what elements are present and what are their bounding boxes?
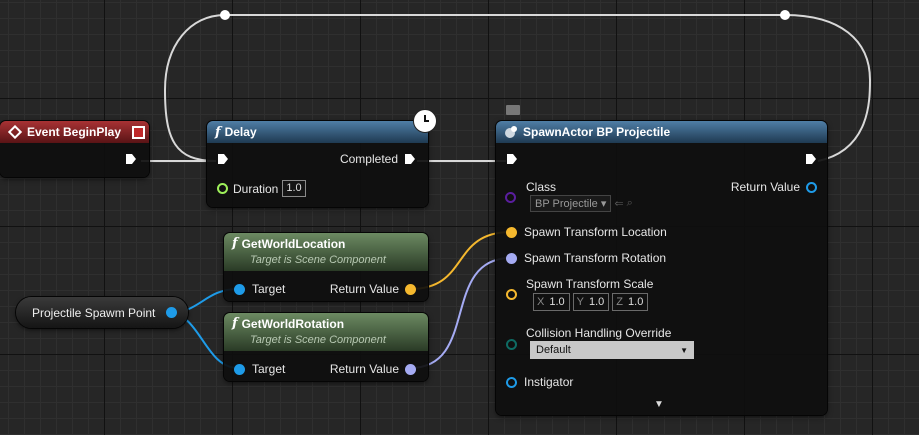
rotation-target-label: Target [252,362,286,376]
event-beginplay-node[interactable]: Event BeginPlay [0,121,149,177]
spawn-rotation-label: Spawn Transform Rotation [524,251,667,265]
reroute-node-left[interactable] [220,10,230,20]
event-delegate-icon[interactable] [132,125,145,139]
spawn-return-pin[interactable] [806,181,817,193]
spawn-rotation-pin[interactable] [506,252,517,264]
location-target-pin[interactable] [234,283,245,295]
completed-exec-pin[interactable] [404,153,416,165]
delay-title: Delay [224,125,257,139]
spawn-actor-title: SpawnActor BP Projectile [523,125,671,139]
class-pin[interactable] [505,192,516,203]
rotation-target-pin[interactable] [234,363,245,375]
exec-out-pin[interactable] [125,153,137,165]
vector-wire-location[interactable] [409,231,512,290]
get-world-rotation-title: GetWorldRotation [241,316,345,331]
location-return-label: Return Value [329,282,399,296]
comment-bubble-icon[interactable] [506,105,520,115]
latent-clock-icon [413,109,437,133]
exec-in-pin[interactable] [217,153,229,165]
projectile-spawn-point-node[interactable]: Projectile Spawm Point [16,297,188,328]
spawn-scale-label: Spawn Transform Scale [526,277,654,291]
completed-label: Completed [339,152,398,166]
delay-node[interactable]: f Delay Completed Duration 1.0 [207,121,428,207]
event-diamond-icon [8,125,22,139]
class-select[interactable]: BP Projectile ▾ [530,195,612,212]
advanced-expand-icon[interactable]: ▼ [654,399,664,410]
location-target-label: Target [252,282,286,296]
rotation-return-label: Return Value [329,362,399,376]
function-icon: f [232,316,238,331]
projectile-spawn-point-label: Projectile Spawm Point [32,305,156,320]
function-icon: f [215,124,221,140]
projectile-spawn-point-pin[interactable] [166,307,177,318]
get-world-rotation-subtitle: Target is Scene Component [250,334,386,346]
browse-magnifier-icon[interactable]: ⌕ [626,197,633,209]
collision-select[interactable]: Default ▼ [530,341,694,359]
location-return-pin[interactable] [405,283,416,295]
spawn-return-label: Return Value [730,180,800,194]
instigator-label: Instigator [524,375,574,389]
dropdown-arrow-icon: ▼ [680,345,688,355]
collision-label: Collision Handling Override [526,326,672,340]
class-label: Class [526,180,557,194]
spawn-actor-header: SpawnActor BP Projectile [496,121,827,143]
duration-input[interactable]: 1.0 [282,180,306,197]
get-world-location-subtitle: Target is Scene Component [250,254,386,266]
duration-float-pin[interactable] [217,183,228,194]
spawn-location-pin[interactable] [506,226,517,238]
duration-label: Duration [233,181,279,196]
instigator-pin[interactable] [506,376,517,388]
spawn-exec-in-pin[interactable] [506,153,518,165]
spawn-scale-pin[interactable] [506,289,517,300]
event-beginplay-header: Event BeginPlay [0,121,149,143]
spawn-exec-out-pin[interactable] [805,153,817,165]
function-icon: f [232,236,238,251]
collision-enum-pin[interactable] [506,339,517,350]
use-selected-arrow-icon[interactable]: ⇐ [614,198,624,210]
spawn-actor-node[interactable]: SpawnActor BP Projectile Class BP Projec… [496,121,827,415]
reroute-node-right[interactable] [780,10,790,20]
rotator-wire-rotation[interactable] [409,257,512,369]
delay-header: f Delay [207,121,428,143]
get-world-location-title: GetWorldLocation [241,236,346,251]
rotation-return-pin[interactable] [405,363,416,375]
spawn-location-label: Spawn Transform Location [524,225,667,239]
spawn-actor-icon [505,126,517,138]
event-beginplay-title: Event BeginPlay [27,125,122,139]
